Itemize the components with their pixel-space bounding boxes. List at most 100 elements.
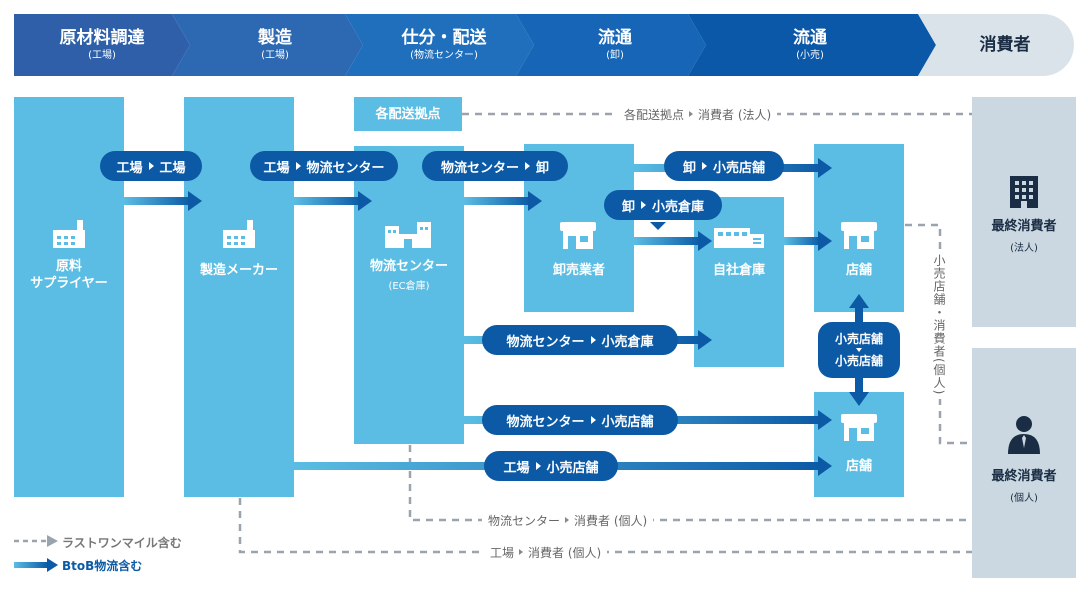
store-lower-box (814, 392, 904, 497)
flow-to: 小売店舗 (546, 460, 599, 476)
caption-store-consumer: 小売店舗・消費者(個人) (931, 250, 948, 400)
arrow-right-icon (525, 162, 530, 170)
stage-manufacturing: 製造 (工場) (190, 14, 360, 76)
legend-swatches (14, 535, 58, 572)
stage-sorting: 仕分・配送 (物流センター) (360, 14, 528, 76)
store-upper-label: 店舗 (845, 263, 872, 278)
flow-from: 卸 (621, 199, 635, 215)
caption-to: 消費者 (法人) (698, 107, 772, 122)
flow-to: 小売店舗 (834, 354, 883, 368)
logistics-center-box (354, 146, 464, 444)
flow-pill-store-store: 小売店舗 小売店舗 (818, 322, 900, 378)
arrow-right-icon (295, 162, 301, 170)
stage-title: 製造 (258, 27, 292, 48)
flow-pill-center-retail-store: 物流センター小売店舗 (482, 405, 678, 435)
flow-from: 工場 (503, 460, 530, 476)
flow-from: 物流センター (440, 160, 519, 176)
consumer-ind-sub: (個人) (1010, 493, 1038, 504)
factory-icon (223, 220, 255, 248)
stage-title: 消費者 (979, 35, 1031, 55)
arrow-right-icon (590, 336, 596, 344)
caption-from: 物流センター (488, 513, 561, 528)
depot-label: 各配送拠点 (375, 107, 441, 122)
maker-label: 製造メーカー (199, 263, 278, 278)
logistics-center-sub: (EC倉庫) (388, 281, 430, 292)
consumer-corp-label: 最終消費者 (991, 219, 1057, 234)
stage-sub: (卸) (606, 49, 624, 61)
arrow-right-icon (148, 162, 154, 170)
wholesaler-label: 卸売業者 (552, 263, 605, 278)
flow-from: 卸 (682, 160, 696, 176)
caption-factory-consumer: 工場消費者 (個人) (484, 544, 608, 560)
stage-bar-sorting (345, 14, 534, 76)
legend-last-mile: ラストワンマイル含む (62, 536, 182, 550)
caption-center-consumer: 物流センター消費者 (個人) (482, 512, 654, 528)
flow-pill-wholesale-retail-warehouse: 卸 小売倉庫 (604, 190, 722, 220)
depot-box (354, 97, 462, 131)
caption-to: 消費者 (個人) (528, 545, 602, 560)
consumer-ind-label: 最終消費者 (991, 469, 1057, 484)
consumer-corp-box (972, 97, 1076, 327)
flow-pill-factory-center: 工場物流センター (250, 151, 398, 181)
flow-from: 物流センター (506, 334, 585, 350)
stage-consumer: 消費者 (935, 14, 1075, 76)
stage-sub: (小売) (796, 49, 824, 61)
flow-to: 工場 (159, 160, 186, 176)
flow-to: 物流センター (306, 160, 385, 176)
flow-pill-center-retail-warehouse: 物流センター小売倉庫 (482, 325, 678, 355)
person-icon (1008, 416, 1040, 454)
flow-to: 小売倉庫 (601, 334, 654, 350)
flow-from: 物流センター (506, 414, 585, 430)
stage-title: 流通 (598, 27, 632, 48)
stage-bar-wholesale (516, 14, 706, 76)
logistics-center-label: 物流センター (369, 259, 448, 274)
flow-pill-wholesale-retail-store: 卸 小売店舗 (664, 151, 784, 181)
shop-icon (560, 222, 596, 249)
stage-retail: 流通 (小売) (700, 14, 920, 76)
stage-title: 仕分・配送 (401, 27, 487, 48)
flow-pill-center-wholesale: 物流センター 卸 (422, 151, 568, 181)
shop-icon (841, 222, 877, 249)
arrow-right-icon (689, 111, 694, 117)
stage-bar-procurement (14, 14, 190, 76)
arrow-right-icon (702, 162, 707, 170)
stage-bar-retail (688, 14, 936, 76)
supplier-label: 原料 サプライヤー (30, 259, 108, 291)
arrow-right-icon (565, 517, 570, 523)
arrow-right-icon (535, 462, 541, 470)
flow-pill-factory-retail-store: 工場小売店舗 (484, 451, 618, 481)
pill-pointer (650, 222, 666, 230)
flow-to: 小売店舗 (713, 160, 766, 176)
caption-to: 消費者 (個人) (574, 513, 648, 528)
consumer-ind-box (972, 348, 1076, 578)
factory-icon (53, 220, 85, 248)
arrow-right-icon (519, 549, 524, 555)
flow-from: 工場 (116, 160, 143, 176)
arrow-right-icon (590, 416, 596, 424)
flow-from: 工場 (263, 160, 290, 176)
office-building-icon (1010, 176, 1038, 208)
legend-b2b: BtoB物流含む (62, 559, 143, 573)
flow-to: 小売倉庫 (652, 199, 705, 215)
flow-to: 卸 (536, 160, 550, 176)
own-warehouse-label: 自社倉庫 (712, 263, 765, 278)
stage-sub: (工場) (261, 49, 289, 61)
stage-title: 流通 (793, 27, 827, 48)
warehouse-icon (714, 228, 764, 248)
store-lower-label: 店舗 (845, 459, 872, 474)
caption-from: 各配送拠点 (624, 107, 685, 122)
stage-wholesale: 流通 (卸) (530, 14, 700, 76)
stage-sub: (工場) (88, 49, 116, 61)
flow-pill-factory-factory: 工場工場 (100, 151, 202, 181)
stage-bar-manufacturing (172, 14, 363, 76)
arrow-down-icon (856, 348, 862, 352)
arrow-right-icon (641, 201, 646, 209)
caption-from: 工場 (490, 545, 515, 560)
flow-from: 小売店舗 (834, 332, 883, 346)
stage-title: 原材料調達 (59, 27, 145, 48)
shop-icon (841, 414, 877, 441)
consumer-corp-sub: (法人) (1010, 243, 1038, 254)
stage-bar-consumer (918, 14, 1074, 76)
